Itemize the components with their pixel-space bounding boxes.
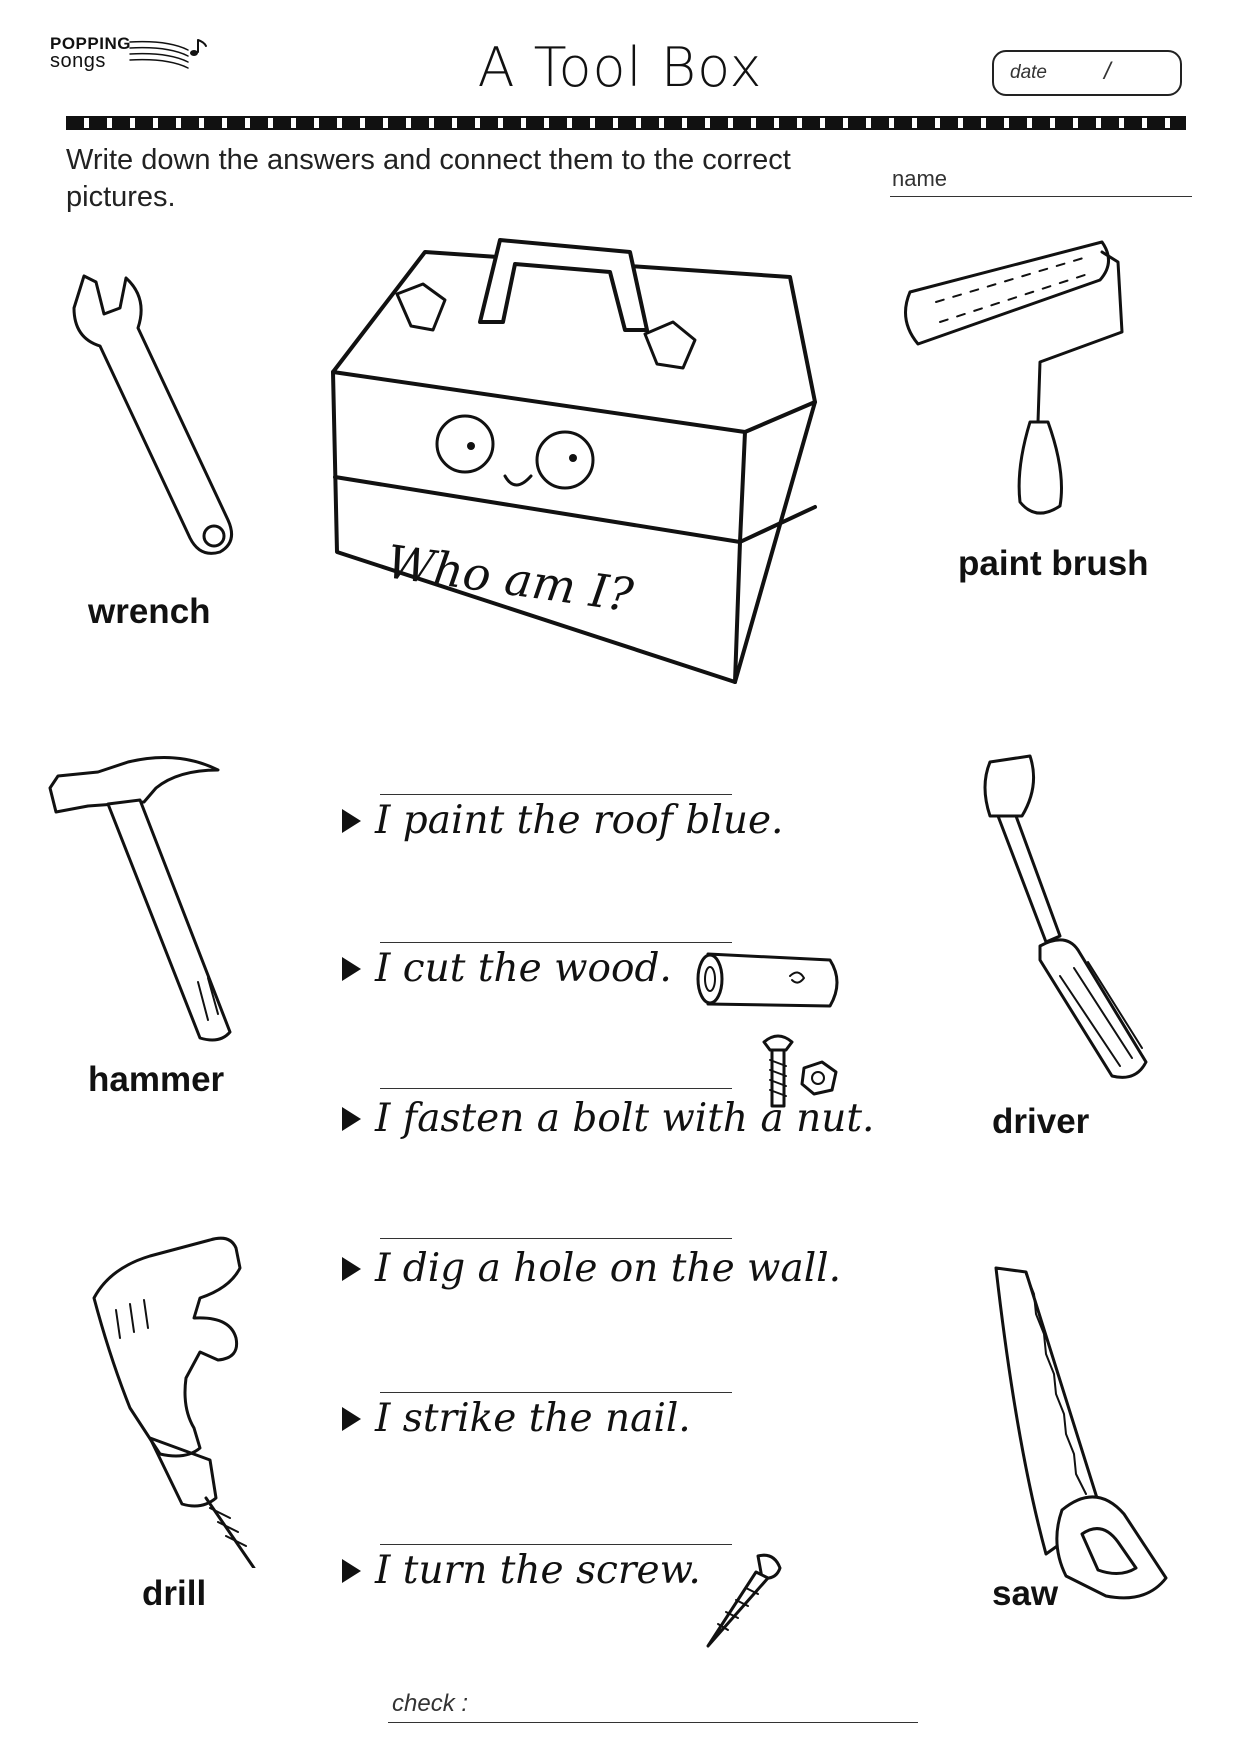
sentence-row-4: I dig a hole on the wall. — [342, 1246, 841, 1291]
arrow-icon — [342, 956, 361, 981]
sentence-1: I paint the roof blue. — [375, 798, 784, 843]
label-drill: drill — [142, 1574, 207, 1613]
answer-field-2[interactable] — [380, 942, 732, 943]
arrow-icon — [342, 1406, 361, 1431]
label-paint-brush: paint brush — [958, 544, 1149, 583]
label-wrench: wrench — [88, 592, 211, 631]
sentence-2: I cut the wood. — [375, 946, 672, 991]
date-separator: / — [1104, 58, 1111, 85]
arrow-icon — [342, 1106, 361, 1131]
answer-field-3[interactable] — [380, 1088, 732, 1089]
wood-log-icon — [696, 952, 839, 1008]
page-title: A Tool Box — [477, 36, 763, 99]
check-label: check : — [392, 1690, 469, 1717]
sentence-row-5: I strike the nail. — [342, 1396, 691, 1441]
screwdriver-icon[interactable] — [970, 746, 1150, 1086]
screw-icon — [706, 1553, 782, 1648]
arrow-icon — [342, 808, 361, 833]
saw-icon[interactable] — [986, 1264, 1176, 1604]
answer-field-1[interactable] — [380, 794, 732, 795]
bolt-nut-icon — [762, 1034, 838, 1108]
date-label: date — [1010, 62, 1047, 83]
label-saw: saw — [992, 1574, 1059, 1613]
check-field[interactable] — [388, 1722, 918, 1723]
wrench-icon[interactable] — [60, 268, 250, 568]
name-label: name — [892, 166, 948, 191]
sentence-row-1: I paint the roof blue. — [342, 798, 783, 843]
label-hammer: hammer — [88, 1060, 225, 1099]
music-staff-icon — [129, 39, 207, 69]
date-field[interactable] — [992, 50, 1182, 96]
answer-field-4[interactable] — [380, 1238, 732, 1239]
logo-text-top: POPPING — [50, 34, 131, 53]
sentence-3: I fasten a bolt with a nut. — [375, 1096, 875, 1141]
paint-roller-icon[interactable] — [890, 232, 1140, 532]
sentence-row-2: I cut the wood. — [342, 946, 672, 991]
sentence-4: I dig a hole on the wall. — [375, 1246, 842, 1291]
checkered-divider — [66, 116, 1186, 130]
logo-text-bottom: songs — [50, 50, 106, 72]
sentence-row-6: I turn the screw. — [342, 1548, 701, 1593]
arrow-icon — [342, 1558, 361, 1583]
answer-field-5[interactable] — [380, 1392, 732, 1393]
answer-field-6[interactable] — [380, 1544, 732, 1545]
instruction-text: Write down the answers and connect them … — [66, 144, 791, 213]
sentence-row-3: I fasten a bolt with a nut. — [342, 1096, 874, 1141]
toolbox-icon: Who am I? — [331, 238, 817, 684]
label-driver: driver — [992, 1102, 1090, 1141]
name-field[interactable] — [890, 196, 1192, 197]
arrow-icon — [342, 1256, 361, 1281]
sentence-6: I turn the screw. — [375, 1548, 701, 1593]
sentence-5: I strike the nail. — [375, 1396, 691, 1441]
drill-icon[interactable] — [90, 1228, 290, 1568]
hammer-icon[interactable] — [48, 742, 248, 1042]
